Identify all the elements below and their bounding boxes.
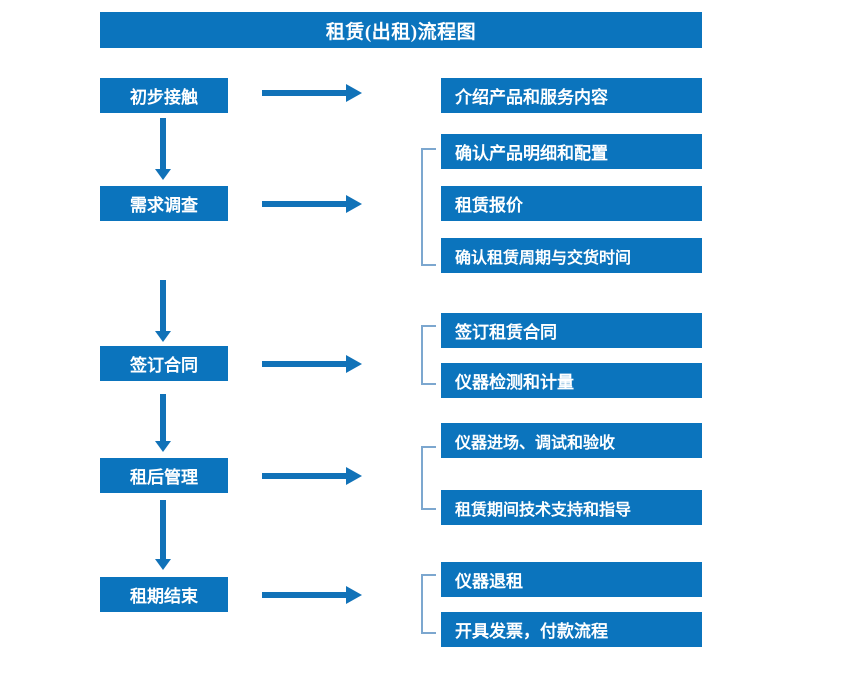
arrow-shaft — [262, 201, 348, 207]
detail-box-4-2[interactable]: 租赁期间技术支持和指导 — [441, 490, 702, 525]
detail-box-3-1[interactable]: 签订租赁合同 — [441, 313, 702, 348]
arrow-right-2 — [262, 195, 362, 213]
detail-box-4-1[interactable]: 仪器进场、调试和验收 — [441, 423, 702, 458]
arrow-head — [155, 169, 171, 180]
arrow-shaft — [160, 394, 166, 441]
stage-box-5[interactable]: 租期结束 — [100, 577, 228, 612]
detail-box-2-2[interactable]: 租赁报价 — [441, 186, 702, 221]
arrow-head — [155, 559, 171, 570]
chart-title: 租赁(出租)流程图 — [100, 12, 702, 48]
detail-box-5-2[interactable]: 开具发票，付款流程 — [441, 612, 702, 647]
arrow-head — [346, 84, 362, 102]
arrow-shaft — [160, 118, 166, 169]
arrow-down-4 — [155, 500, 171, 570]
group-bracket-2 — [421, 148, 436, 266]
arrow-shaft — [160, 500, 166, 559]
detail-box-1-1[interactable]: 介绍产品和服务内容 — [441, 78, 702, 113]
arrow-right-1 — [262, 84, 362, 102]
stage-box-1[interactable]: 初步接触 — [100, 78, 228, 113]
group-bracket-4 — [421, 446, 436, 510]
arrow-head — [346, 586, 362, 604]
arrow-shaft — [262, 361, 348, 367]
detail-box-3-2[interactable]: 仪器检测和计量 — [441, 363, 702, 398]
arrow-head — [346, 195, 362, 213]
detail-box-2-3[interactable]: 确认租赁周期与交货时间 — [441, 238, 702, 273]
detail-box-5-1[interactable]: 仪器退租 — [441, 562, 702, 597]
detail-box-2-1[interactable]: 确认产品明细和配置 — [441, 134, 702, 169]
stage-box-2[interactable]: 需求调查 — [100, 186, 228, 221]
stage-box-3[interactable]: 签订合同 — [100, 346, 228, 381]
arrow-shaft — [262, 90, 348, 96]
arrow-down-1 — [155, 118, 171, 180]
arrow-down-2 — [155, 280, 171, 342]
group-bracket-5 — [421, 574, 436, 634]
arrow-shaft — [262, 473, 348, 479]
arrow-head — [155, 331, 171, 342]
arrow-right-4 — [262, 467, 362, 485]
arrow-shaft — [262, 592, 348, 598]
stage-box-4[interactable]: 租后管理 — [100, 458, 228, 493]
arrow-right-5 — [262, 586, 362, 604]
arrow-head — [346, 355, 362, 373]
arrow-shaft — [160, 280, 166, 331]
arrow-head — [155, 441, 171, 452]
arrow-down-3 — [155, 394, 171, 452]
arrow-right-3 — [262, 355, 362, 373]
group-bracket-3 — [421, 325, 436, 385]
arrow-head — [346, 467, 362, 485]
